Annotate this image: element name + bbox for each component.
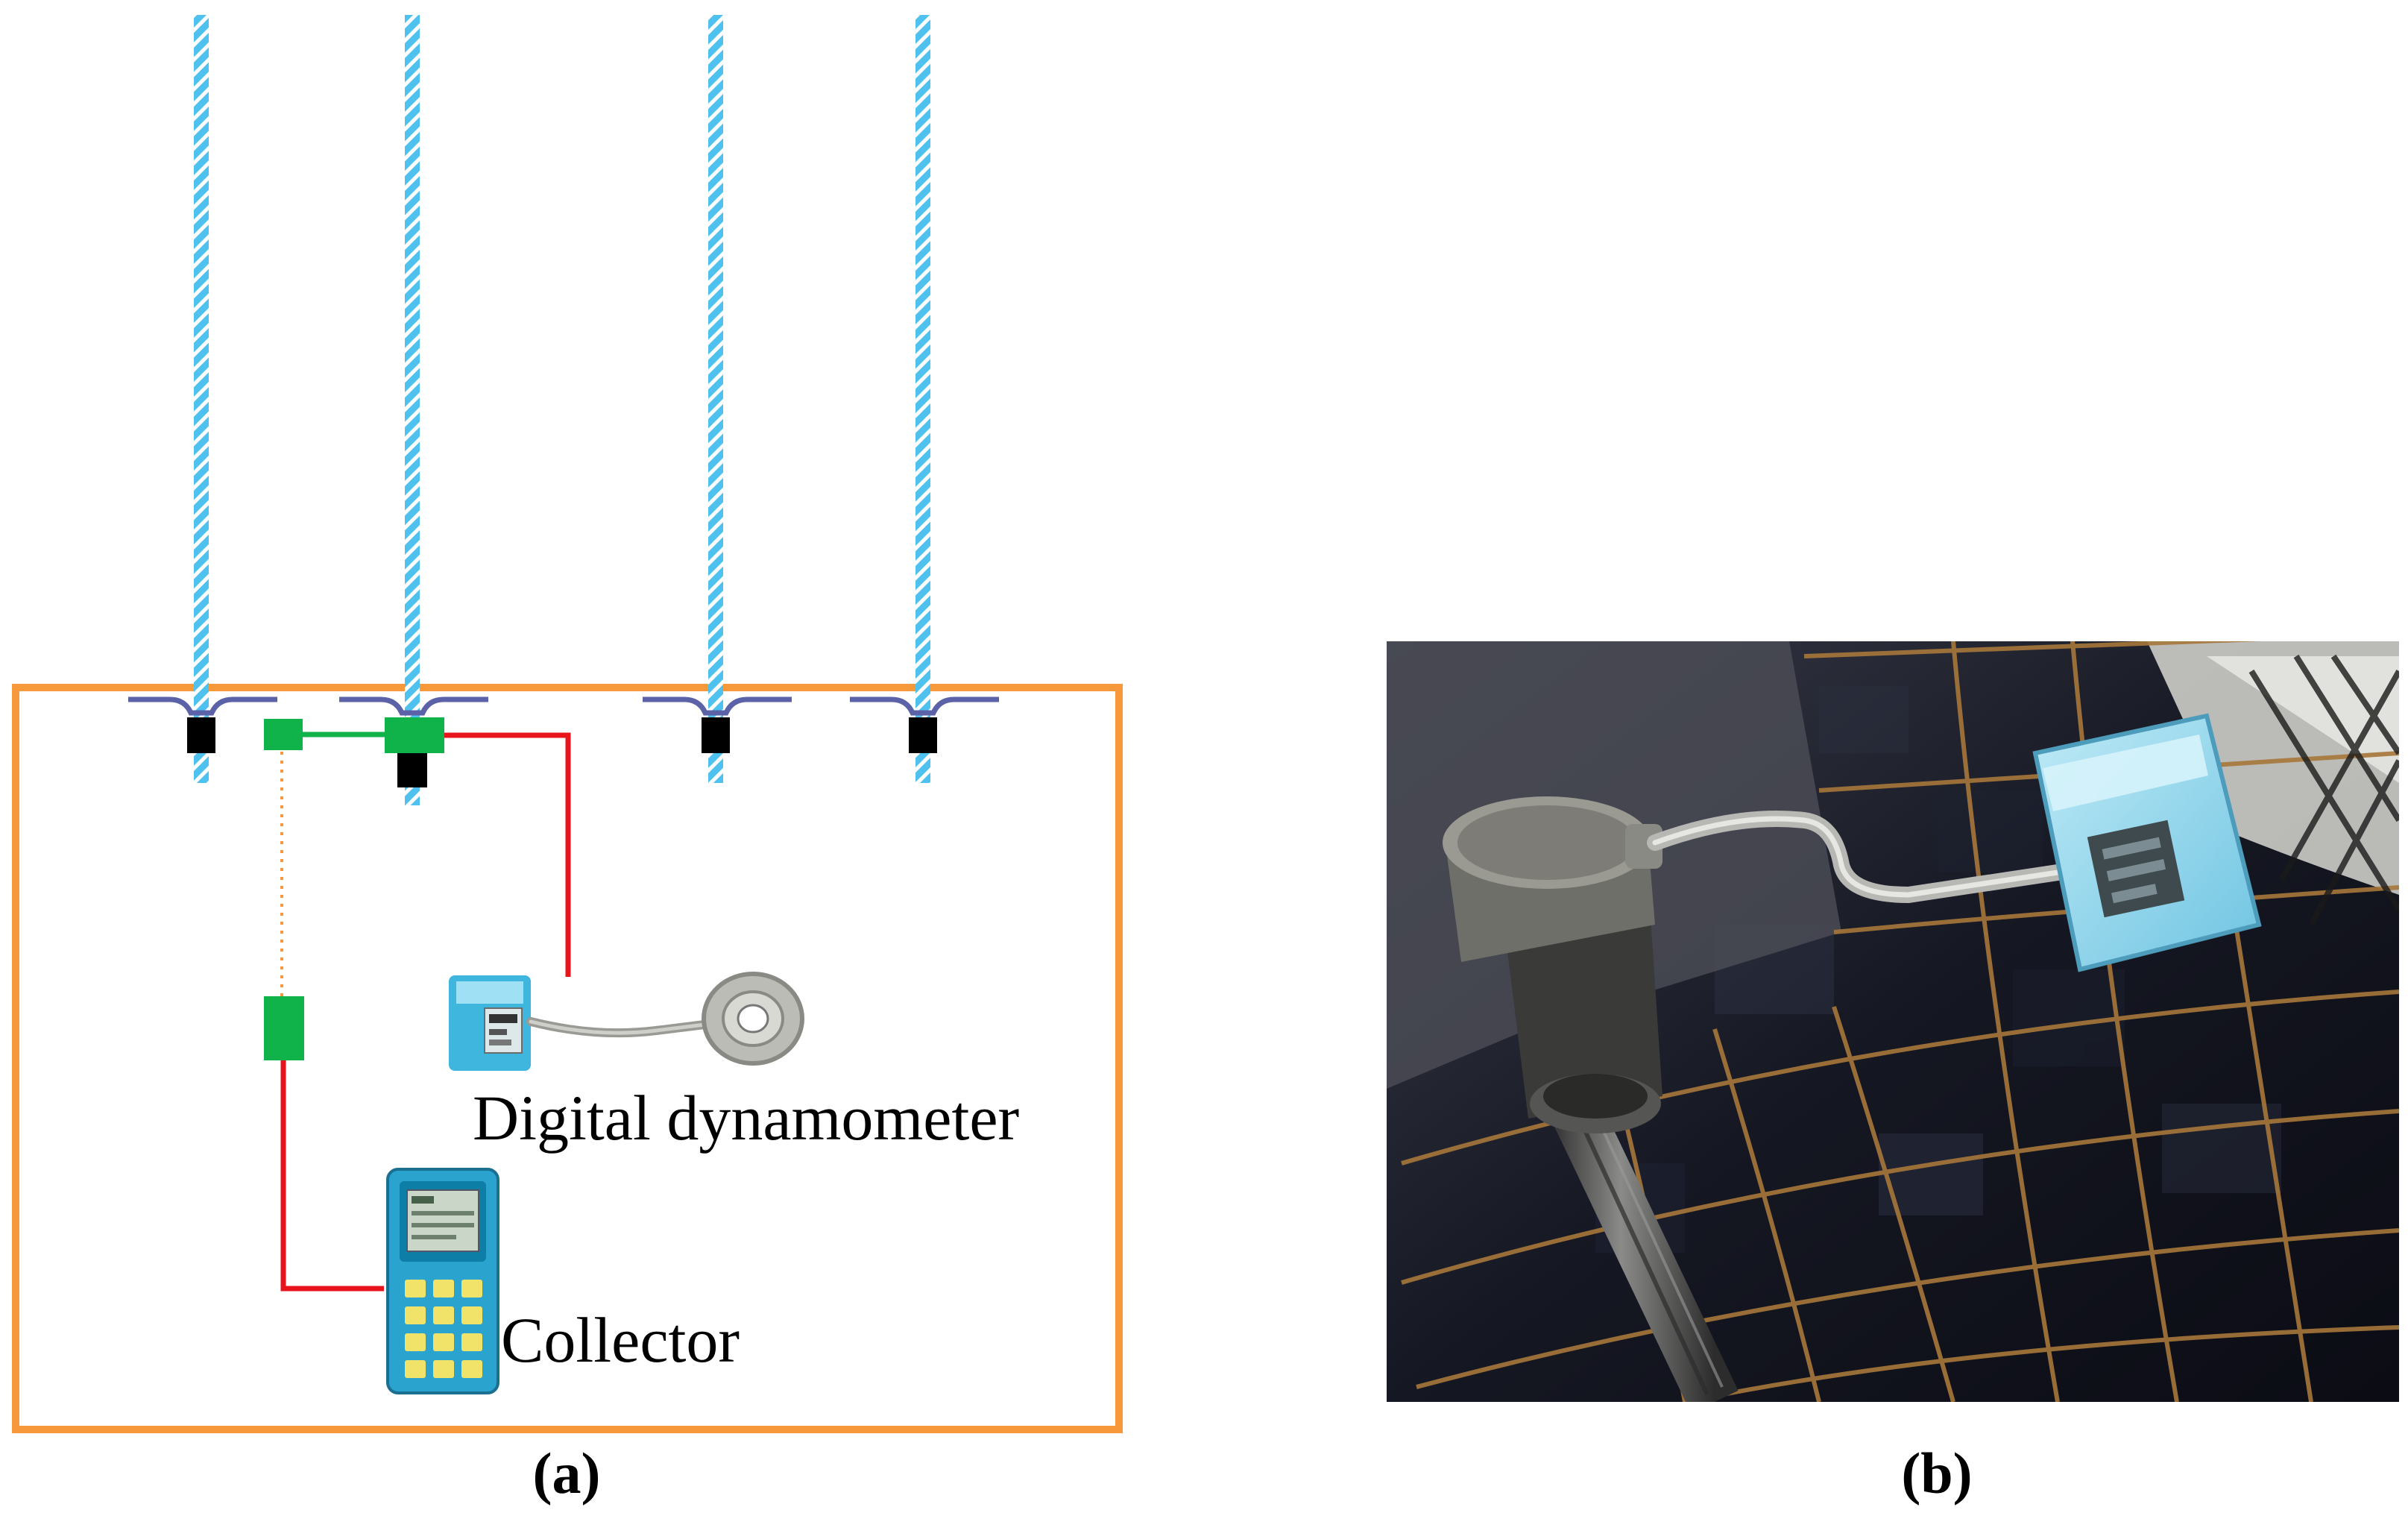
connector-node-1 xyxy=(264,719,303,750)
anchor-bolts xyxy=(194,15,930,805)
nut-3 xyxy=(702,717,730,753)
handheld-collector-icon xyxy=(386,1168,499,1394)
anchor-bolt-2 xyxy=(405,15,420,805)
panel-a-caption: (a) xyxy=(533,1441,601,1506)
field-installation-photo: (b) xyxy=(1387,641,2399,1506)
signal-cable-collector xyxy=(280,1060,384,1292)
nut-1 xyxy=(187,717,215,753)
connector-node-2 xyxy=(385,717,444,753)
receiver-module xyxy=(264,996,304,1060)
collector-label: Collector xyxy=(501,1304,740,1376)
bearing-plate-3 xyxy=(643,696,792,716)
anchor-bolt-4 xyxy=(915,15,930,783)
bearing-plate-2 xyxy=(339,696,488,716)
panel-a-schematic: Digital dynamometer Collector (a) xyxy=(12,15,1123,1506)
bearing-plate-4 xyxy=(850,696,999,716)
anchor-bolt-1 xyxy=(194,15,209,783)
signal-cable-dynamometer xyxy=(444,732,571,977)
nut-4 xyxy=(909,717,937,753)
panel-b-caption: (b) xyxy=(1901,1441,1972,1506)
bearing-plate-1 xyxy=(128,696,277,716)
dynamometer-label: Digital dynamometer xyxy=(473,1082,1019,1154)
anchor-bolt-3 xyxy=(708,15,723,783)
roadway-outline xyxy=(12,684,1123,1433)
nuts xyxy=(187,717,937,787)
bearing-plates xyxy=(128,696,999,716)
digital-dynamometer-icon xyxy=(449,972,804,1071)
nut-2 xyxy=(397,753,427,787)
